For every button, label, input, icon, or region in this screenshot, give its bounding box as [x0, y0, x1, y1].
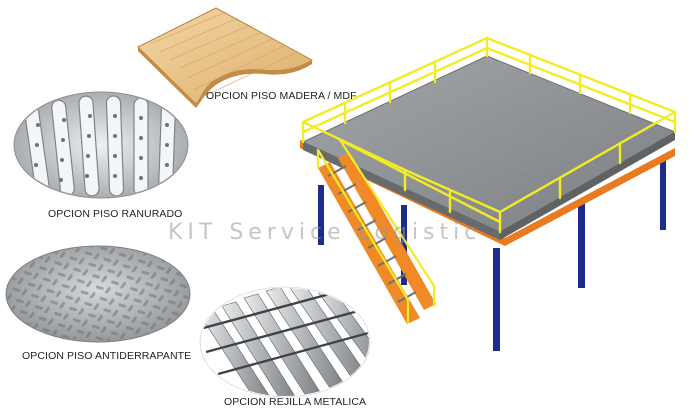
slotted-floor-caption: OPCION PISO RANURADO — [48, 208, 183, 220]
wood-floor-caption: OPCION PISO MADERA / MDF — [206, 90, 357, 102]
diamond-plate-caption: OPCION PISO ANTIDERRAPANTE — [22, 350, 192, 362]
wood-floor-image — [137, 7, 313, 108]
watermark-text: KIT Service Logistic — [168, 220, 482, 245]
bar-grating-image — [199, 286, 371, 398]
slotted-floor-image — [13, 91, 189, 199]
mezzanine-platform-image — [300, 36, 677, 351]
diamond-plate-image — [5, 245, 191, 343]
bar-grating-caption: OPCION REJILLA METALICA — [224, 396, 367, 408]
